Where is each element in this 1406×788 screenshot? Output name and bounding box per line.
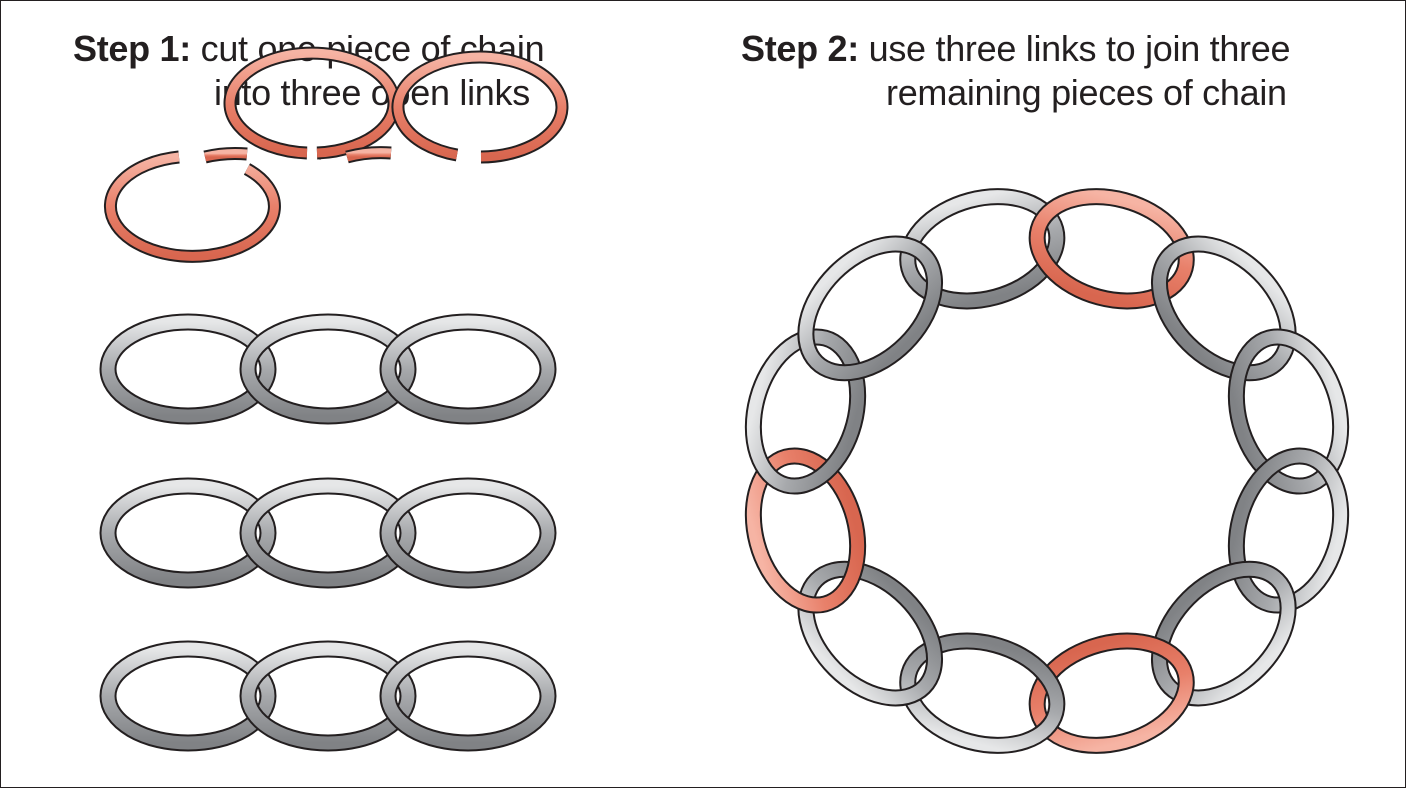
chain-piece-1-link-2 xyxy=(239,313,417,425)
step2-label: Step 2: xyxy=(741,28,859,69)
step2-text-line2: remaining pieces of chain xyxy=(886,72,1287,113)
ring-chain-link-6 xyxy=(1150,560,1297,707)
chain-piece-2-link-3 xyxy=(379,477,557,589)
ring-open-link-10 xyxy=(744,447,867,614)
chain-ring xyxy=(744,188,1350,754)
ring-chain-link-5 xyxy=(1227,447,1350,614)
ring-open-link-2 xyxy=(1028,188,1195,310)
chain-piece-3-link-2 xyxy=(239,640,417,752)
ring-chain-link-8 xyxy=(899,632,1066,754)
ring-chain-link-4 xyxy=(1227,328,1350,495)
ring-chain-link-3 xyxy=(1150,235,1297,382)
chain-piece-1-link-1 xyxy=(99,313,277,425)
step2-caption: Step 2: use three links to join three re… xyxy=(741,27,1290,115)
step2-text-line1: use three links to join three xyxy=(868,28,1291,69)
chain-piece-3-link-1 xyxy=(99,640,277,752)
ring-chain-link-9 xyxy=(797,560,944,707)
chain-piece-1-link-3 xyxy=(379,313,557,425)
open-link-1 xyxy=(103,150,281,263)
ring-chain-link-1 xyxy=(899,188,1066,310)
chain-pieces xyxy=(99,313,557,752)
open-link-2 xyxy=(203,46,401,164)
ring-chain-link-11 xyxy=(744,328,867,495)
step1-caption: Step 1: cut one piece of chain into thre… xyxy=(73,27,545,115)
chain-piece-3-link-3 xyxy=(379,640,557,752)
open-link-3 xyxy=(345,50,569,164)
step1-label: Step 1: xyxy=(73,28,191,69)
ring-chain-link-12 xyxy=(797,235,944,382)
open-links-row xyxy=(103,46,569,263)
ring-open-link-7 xyxy=(1028,632,1195,754)
chain-piece-2-link-2 xyxy=(239,477,417,589)
step1-text-line2: into three open links xyxy=(214,72,530,113)
chain-piece-2-link-1 xyxy=(99,477,277,589)
